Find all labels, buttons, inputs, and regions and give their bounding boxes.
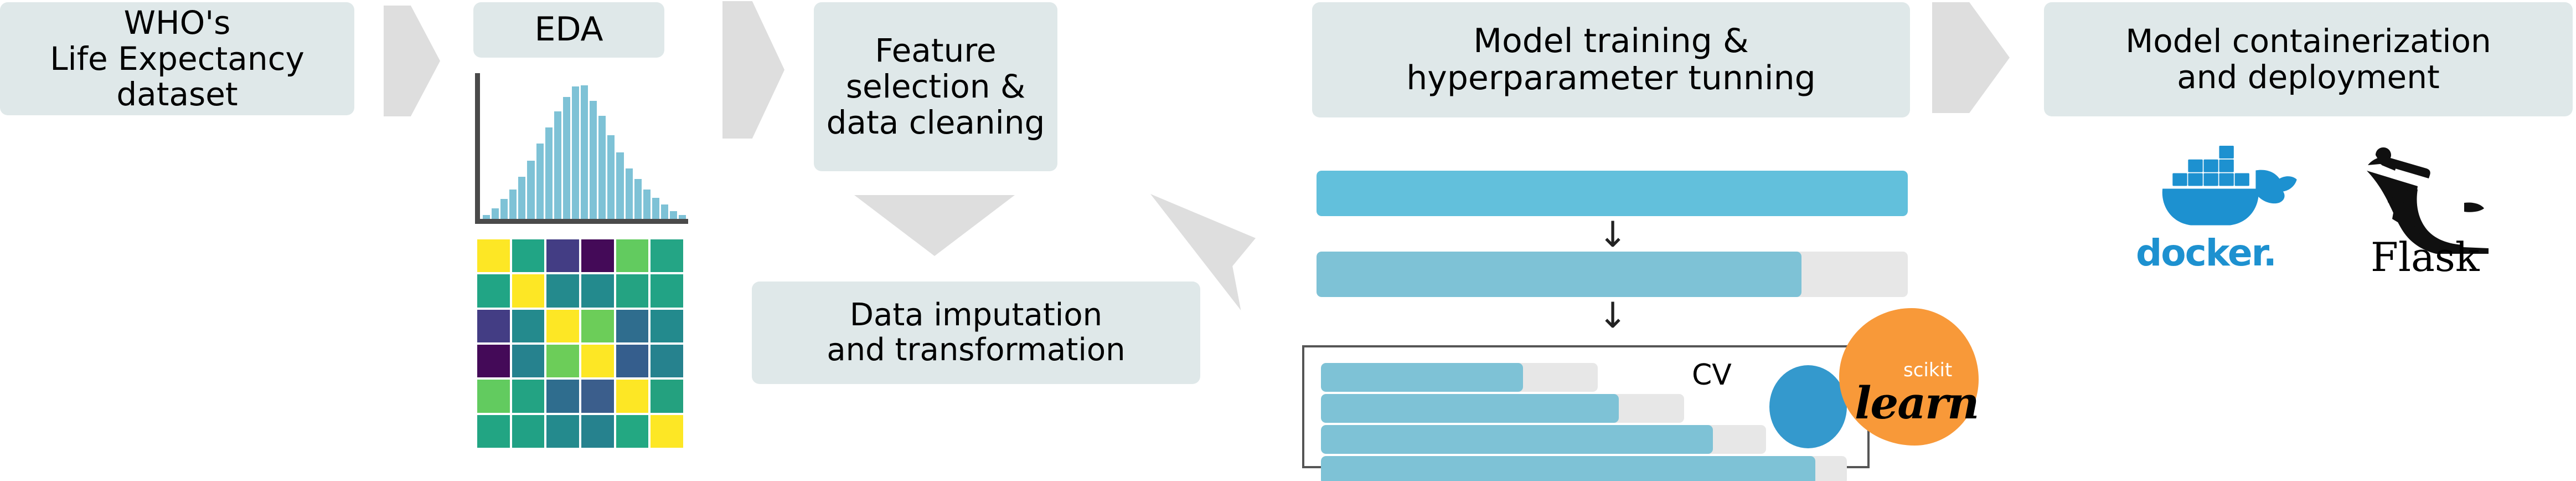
heatmap-cell	[477, 415, 510, 448]
stage-box-deployment[interactable]: Model containerization and deployment	[2044, 2, 2573, 116]
down-arrow-icon-1: ↓	[1598, 214, 1628, 255]
heatmap-cell	[477, 344, 510, 378]
histogram-bar	[536, 143, 544, 219]
heatmap-cell	[477, 380, 510, 413]
heatmap-cell	[616, 415, 649, 448]
heatmap-cell	[512, 415, 545, 448]
histogram-bar	[669, 211, 678, 219]
heatmap-cell	[546, 274, 579, 308]
histogram-x-axis	[475, 219, 688, 224]
histogram-bars	[483, 73, 686, 219]
cv-panel: CV	[1302, 345, 1870, 481]
heatmap-cell	[581, 344, 614, 378]
heatmap-cell	[651, 309, 683, 342]
training-progress-fill-2	[1317, 252, 1801, 297]
heatmap-cell	[616, 344, 649, 378]
heatmap-cell	[477, 274, 510, 308]
heatmap-cell	[512, 380, 545, 413]
histogram-bar	[660, 204, 668, 219]
heatmap-cell	[512, 344, 545, 378]
histogram-bar	[625, 168, 633, 219]
cv-fold-bar-3	[1321, 425, 1766, 454]
heatmap-cell	[616, 274, 649, 308]
heatmap-cell	[512, 309, 545, 342]
cv-fold-bar-2	[1321, 394, 1684, 423]
histogram-bar	[562, 97, 570, 219]
heatmap-cell	[651, 344, 683, 378]
histogram-bar	[634, 179, 642, 219]
stage-box-model-training[interactable]: Model training & hyperparameter tunning	[1312, 2, 1910, 117]
heatmap-cell	[581, 415, 614, 448]
training-progress-bar-1	[1317, 171, 1908, 216]
cv-fold-bar-4	[1321, 456, 1847, 481]
eda-histogram	[475, 73, 688, 224]
heatmap-cell	[616, 239, 649, 273]
chevron-down-icon-1	[854, 195, 1015, 256]
training-progress-fill-1	[1317, 171, 1908, 216]
stage-box-imputation[interactable]: Data imputation and transformation	[752, 282, 1200, 384]
docker-whale-icon	[2162, 145, 2297, 226]
heatmap-cell	[581, 239, 614, 273]
histogram-bar	[652, 197, 659, 219]
histogram-bar	[483, 214, 491, 219]
chevron-right-icon-1	[384, 6, 440, 116]
heatmap-cell	[546, 309, 579, 342]
histogram-bar	[679, 214, 686, 219]
training-progress-bar-2	[1317, 252, 1908, 297]
heatmap-cell	[477, 239, 510, 273]
heatmap-cell	[616, 309, 649, 342]
heatmap-cell	[546, 344, 579, 378]
histogram-bar	[643, 190, 651, 219]
heatmap-cell	[581, 380, 614, 413]
histogram-bar	[598, 115, 606, 219]
heatmap-cell	[651, 239, 683, 273]
cv-fold-fill-4	[1321, 456, 1815, 481]
histogram-bar	[616, 152, 624, 219]
heatmap-cell	[616, 380, 649, 413]
stage-box-dataset[interactable]: WHO's Life Expectancy dataset	[0, 2, 354, 115]
chevron-right-icon-3	[1932, 2, 2010, 113]
histogram-bar	[581, 85, 588, 219]
heatmap-cell	[581, 309, 614, 342]
cv-label: CV	[1692, 359, 1732, 392]
histogram-bar	[554, 111, 561, 219]
heatmap-cell	[546, 239, 579, 273]
chevron-right-icon-2	[722, 1, 784, 139]
heatmap-cell	[651, 415, 683, 448]
scikit-learn-wordmark-bottom: learn	[1855, 377, 1979, 429]
cv-fold-fill-3	[1321, 425, 1713, 454]
stage-box-feature-cleaning[interactable]: Feature selection & data cleaning	[814, 2, 1057, 171]
histogram-bar	[492, 208, 499, 219]
eda-correlation-heatmap	[477, 239, 683, 448]
heatmap-cell	[546, 380, 579, 413]
scikit-learn-logo	[1839, 308, 1979, 446]
histogram-bar	[571, 86, 580, 219]
heatmap-cell	[477, 309, 510, 342]
stage-box-eda[interactable]: EDA	[473, 2, 664, 58]
cv-fold-fill-1	[1321, 363, 1523, 392]
scikit-learn-wordmark-top: scikit	[1903, 359, 1953, 381]
histogram-bar	[500, 199, 508, 219]
docker-wordmark: docker.	[2136, 232, 2277, 274]
histogram-bar	[590, 101, 597, 219]
histogram-bar	[607, 135, 615, 219]
histogram-bar	[545, 127, 553, 219]
heatmap-cell	[512, 274, 545, 308]
cv-fold-bar-1	[1321, 363, 1598, 392]
flask-wordmark: Flask	[2371, 234, 2480, 280]
heatmap-cell	[581, 274, 614, 308]
heatmap-cell	[512, 239, 545, 273]
histogram-bar	[509, 190, 517, 219]
heatmap-cell	[651, 274, 683, 308]
flask-horn-icon	[2367, 147, 2489, 254]
histogram-bar	[518, 176, 526, 219]
scikit-learn-circle-icon	[1769, 365, 1847, 448]
heatmap-cell	[546, 415, 579, 448]
histogram-y-axis	[475, 73, 480, 224]
cv-fold-fill-2	[1321, 394, 1619, 423]
histogram-bar	[527, 160, 535, 219]
down-arrow-icon-2: ↓	[1598, 295, 1628, 336]
heatmap-cell	[651, 380, 683, 413]
